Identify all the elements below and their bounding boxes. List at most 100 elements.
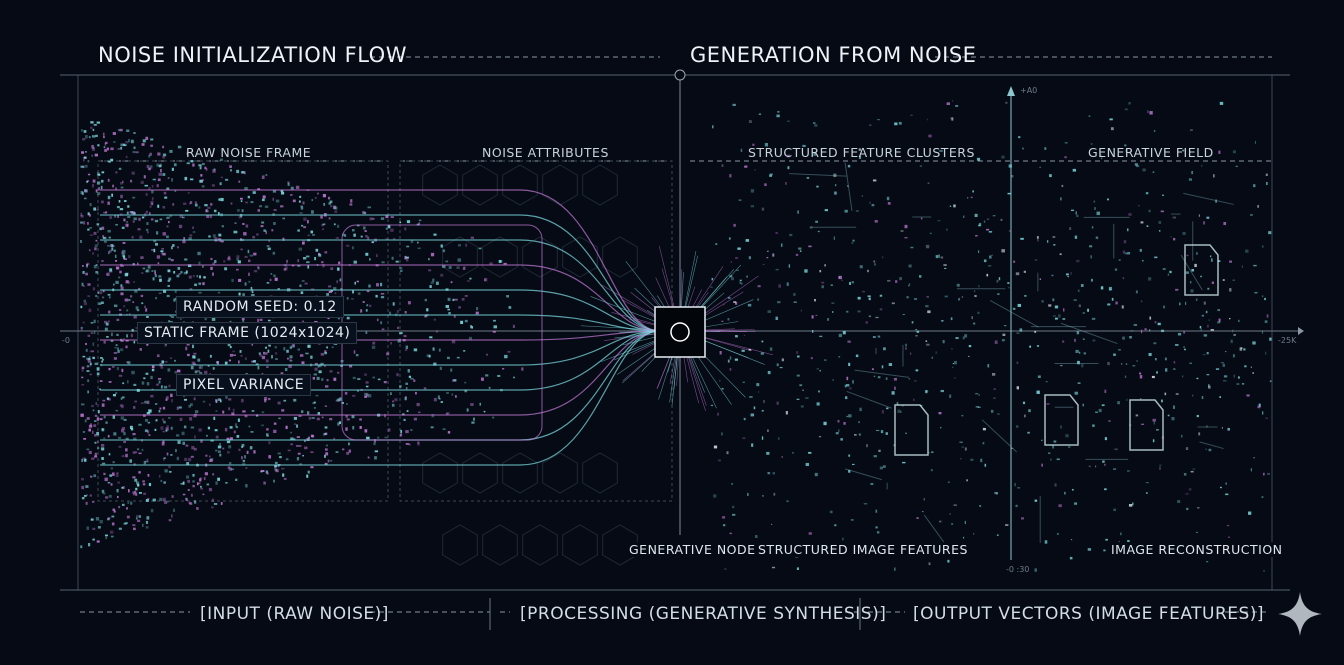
noise-particle xyxy=(334,210,338,213)
noise-particle xyxy=(128,313,131,316)
feature-particle xyxy=(1209,255,1212,258)
noise-particle xyxy=(135,487,138,491)
noise-particle xyxy=(148,212,151,215)
feature-particle xyxy=(881,365,884,369)
hex-cell xyxy=(462,452,498,494)
noise-particle xyxy=(132,151,136,154)
noise-particle xyxy=(165,500,170,503)
hex-cell xyxy=(442,524,478,566)
feature-particle xyxy=(983,259,987,263)
feature-particle xyxy=(1076,331,1080,335)
noise-particle xyxy=(231,278,234,283)
feature-particle xyxy=(729,174,732,178)
feature-particle xyxy=(852,239,855,242)
feature-particle xyxy=(937,412,939,414)
noise-particle xyxy=(334,292,337,295)
noise-particle xyxy=(92,179,96,183)
feature-particle xyxy=(1206,374,1210,376)
noise-particle xyxy=(211,498,215,503)
noise-particle xyxy=(471,421,475,424)
noise-particle xyxy=(83,438,87,440)
feature-particle xyxy=(907,149,910,152)
feature-particle xyxy=(855,210,859,212)
noise-particle xyxy=(228,445,232,449)
noise-particle xyxy=(202,162,205,166)
noise-particle xyxy=(488,386,491,389)
noise-particle xyxy=(145,372,149,375)
feature-particle xyxy=(713,494,717,498)
noise-particle xyxy=(268,441,271,445)
noise-particle xyxy=(464,389,468,393)
feature-particle xyxy=(779,367,783,369)
noise-particle xyxy=(124,522,128,524)
feature-particle xyxy=(1083,352,1087,355)
feature-particle xyxy=(962,536,965,539)
noise-particle xyxy=(274,464,278,468)
noise-particle xyxy=(324,433,327,436)
noise-particle xyxy=(119,404,124,407)
noise-particle xyxy=(296,457,300,461)
feature-particle xyxy=(1175,393,1179,395)
feature-particle xyxy=(1076,214,1079,218)
noise-particle xyxy=(97,144,100,147)
noise-particle xyxy=(316,376,320,380)
noise-particle xyxy=(322,223,326,226)
noise-particle xyxy=(174,290,177,294)
feature-particle xyxy=(1094,465,1097,468)
feature-particle xyxy=(1265,351,1267,355)
feature-particle xyxy=(817,230,820,233)
noise-particle xyxy=(82,321,85,324)
noise-particle xyxy=(240,248,243,251)
feature-particle xyxy=(916,517,919,519)
noise-particle xyxy=(129,211,133,214)
noise-particle xyxy=(116,206,120,209)
noise-particle xyxy=(112,393,116,397)
noise-particle xyxy=(348,449,352,453)
feature-particle xyxy=(848,454,851,457)
noise-particle xyxy=(471,326,474,329)
feature-particle xyxy=(816,368,819,370)
feature-particle xyxy=(1182,231,1186,235)
noise-particle xyxy=(170,259,174,262)
hex-cell xyxy=(462,164,498,206)
noise-particle xyxy=(206,215,210,218)
noise-particle xyxy=(139,235,143,239)
feature-particle xyxy=(744,165,748,168)
noise-particle xyxy=(351,229,355,232)
feature-particle xyxy=(1074,235,1078,239)
feature-particle xyxy=(741,349,745,352)
noise-particle xyxy=(232,350,235,353)
noise-particle xyxy=(405,345,409,349)
feature-particle xyxy=(939,520,942,523)
feature-particle xyxy=(994,340,998,344)
feature-particle xyxy=(1240,347,1243,349)
feature-particle xyxy=(735,257,739,259)
feature-particle xyxy=(1269,380,1272,382)
feature-particle xyxy=(846,415,849,418)
feature-particle xyxy=(729,532,732,535)
noise-particle xyxy=(377,378,381,381)
noise-particle xyxy=(198,206,201,209)
feature-particle xyxy=(1060,425,1062,429)
noise-particle xyxy=(404,349,408,351)
feature-particle xyxy=(886,407,889,410)
noise-particle xyxy=(133,217,137,221)
feature-particle xyxy=(804,269,808,273)
noise-particle xyxy=(93,231,97,235)
noise-particle xyxy=(99,388,101,390)
noise-particle xyxy=(199,365,203,369)
feature-particle xyxy=(951,523,954,525)
noise-particle xyxy=(498,260,502,263)
noise-particle xyxy=(293,423,297,426)
feature-particle xyxy=(748,120,752,124)
footer-input: [INPUT (RAW NOISE)] xyxy=(200,604,389,624)
noise-particle xyxy=(117,347,120,350)
noise-particle xyxy=(81,368,84,372)
noise-particle xyxy=(210,266,213,270)
feature-particle xyxy=(931,356,933,359)
feature-particle xyxy=(1053,440,1057,443)
feature-particle xyxy=(715,243,718,245)
noise-particle xyxy=(132,263,135,266)
noise-particle xyxy=(94,247,97,251)
noise-particle xyxy=(168,519,172,522)
